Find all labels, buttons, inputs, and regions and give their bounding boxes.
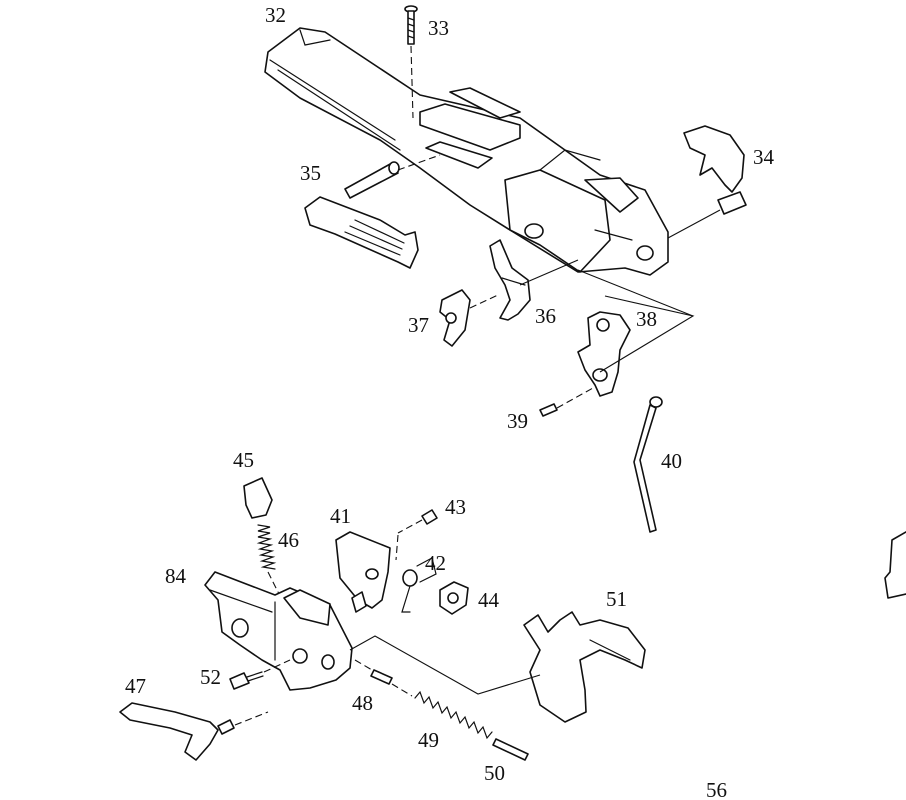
part-40-strut [633, 396, 663, 533]
label-47: 47 [125, 674, 146, 698]
label-45: 45 [233, 448, 254, 472]
label-36: 36 [535, 304, 556, 328]
label-44: 44 [478, 588, 500, 612]
part-34-ejector [667, 125, 747, 239]
part-39-pin [539, 387, 594, 417]
label-84: 84 [165, 564, 187, 588]
part-44-button [439, 581, 469, 615]
part-52-screw [229, 659, 291, 690]
label-33: 33 [428, 16, 449, 40]
label-56: 56 [706, 778, 727, 800]
label-35: 35 [300, 161, 321, 185]
label-42: 42 [425, 551, 446, 575]
partial-part-right-edge [884, 531, 906, 599]
part-42-spring [395, 534, 437, 613]
part-35-slide-stop [304, 154, 441, 269]
label-38: 38 [636, 307, 657, 331]
part-51-trigger [523, 611, 646, 723]
label-49: 49 [418, 728, 439, 752]
leader-frame-trigger [349, 635, 541, 695]
label-41: 41 [330, 504, 351, 528]
label-37: 37 [408, 313, 429, 337]
part-49-spring [391, 683, 493, 740]
part-50-pin [492, 738, 529, 761]
part-43-screw [397, 509, 438, 534]
label-34: 34 [753, 145, 775, 169]
label-32: 32 [265, 3, 286, 27]
part-37-disconnector [439, 289, 499, 347]
label-50: 50 [484, 761, 505, 785]
part-84-frame [204, 571, 353, 691]
part-33-screw [404, 5, 418, 119]
label-39: 39 [507, 409, 528, 433]
part-47-safety [119, 702, 269, 761]
part-32-slide [264, 27, 669, 276]
label-46: 46 [278, 528, 299, 552]
label-40: 40 [661, 449, 682, 473]
part-45-plunger [243, 477, 273, 519]
part-36-sear [489, 239, 579, 321]
label-43: 43 [445, 495, 466, 519]
label-52: 52 [200, 665, 221, 689]
part-41-housing [335, 531, 391, 613]
label-51: 51 [606, 587, 627, 611]
label-48: 48 [352, 691, 373, 715]
part-48-plunger [354, 659, 393, 685]
part-38-hammer [577, 269, 695, 397]
